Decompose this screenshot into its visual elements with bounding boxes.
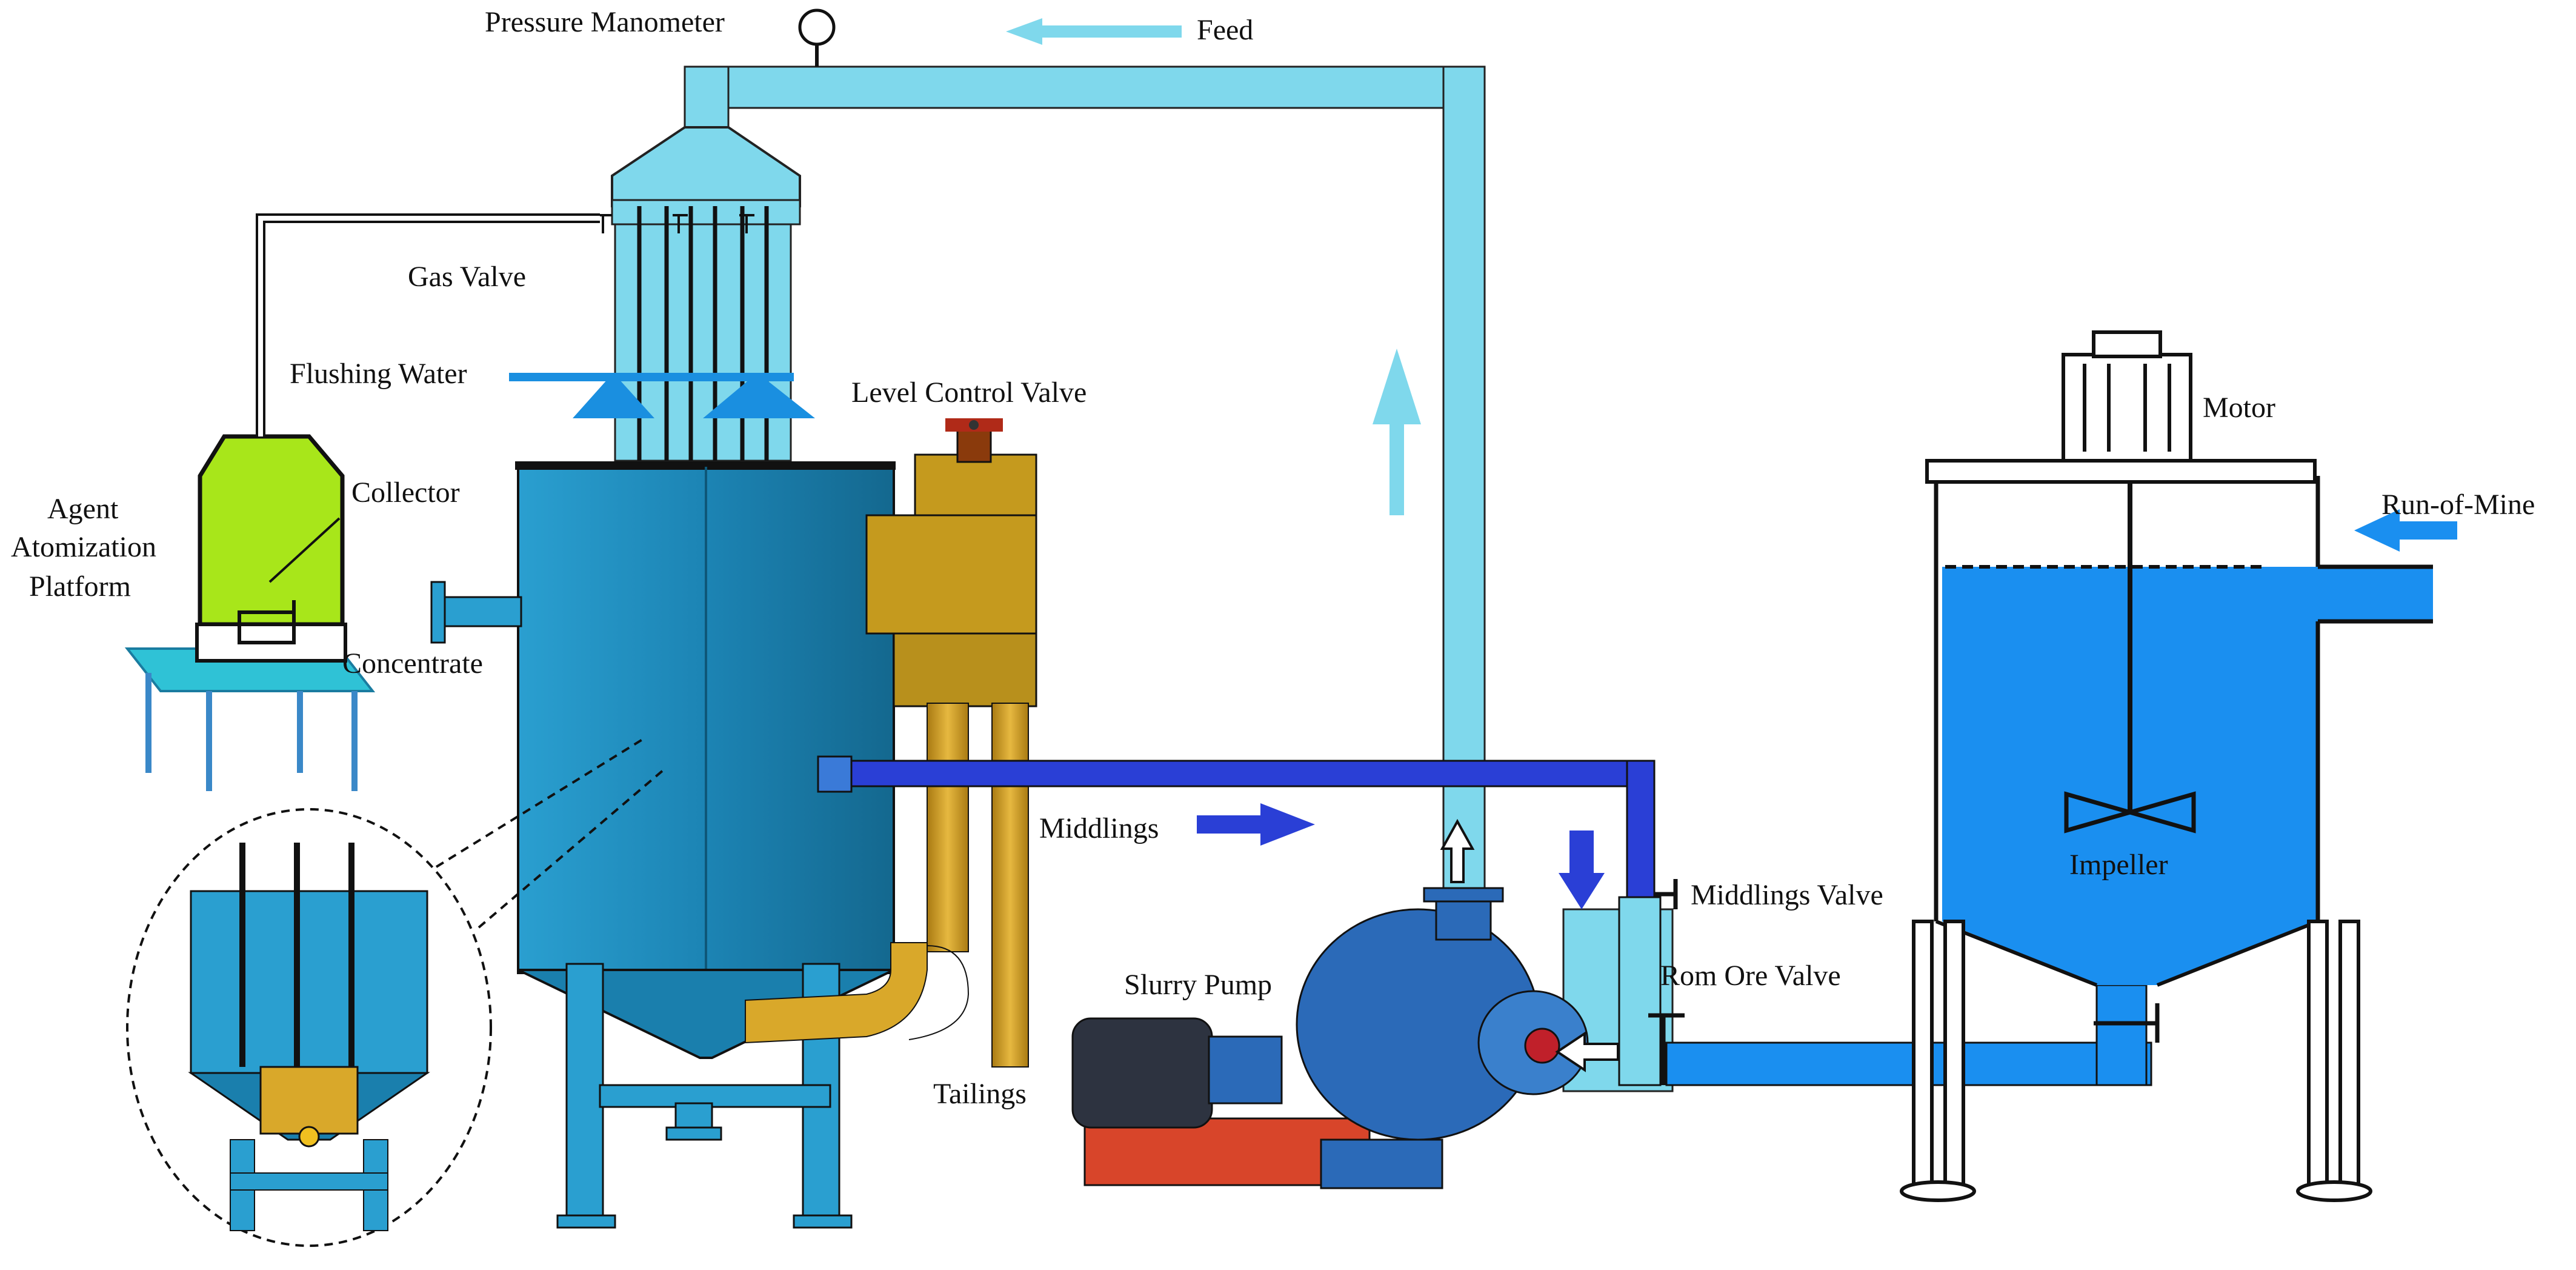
label-concentrate: Concentrate xyxy=(342,647,483,680)
rom-ore-pipe xyxy=(1665,984,2152,1086)
middlings-valve-icon xyxy=(1654,879,1678,909)
feed-arrow-icon xyxy=(1006,18,1182,45)
label-slurry-pump: Slurry Pump xyxy=(1124,969,1272,1001)
middlings-arrow-icon xyxy=(1197,803,1315,846)
label-tailings: Tailings xyxy=(933,1078,1027,1110)
agent-atomization-platform xyxy=(124,647,376,791)
label-collector: Collector xyxy=(351,476,460,509)
label-gas-valve: Gas Valve xyxy=(408,261,526,293)
level-control-box xyxy=(865,453,1037,707)
detail-inset-column xyxy=(188,843,430,1231)
column-legs xyxy=(556,963,853,1229)
run-of-mine-arrow-icon xyxy=(2354,509,2457,552)
label-impeller: Impeller xyxy=(2069,849,2168,881)
label-flushing-water: Flushing Water xyxy=(290,358,467,390)
label-middlings: Middlings xyxy=(1039,812,1159,844)
flushing-water-spreaders xyxy=(509,373,815,418)
detail-inset-circle xyxy=(126,808,492,1247)
collector-pointer-line xyxy=(268,517,341,583)
impeller-icon xyxy=(2064,791,2196,834)
label-agent-line3: Platform xyxy=(29,570,131,603)
column-hood xyxy=(611,126,801,226)
conditioning-tank xyxy=(1925,459,2433,987)
pump-outlet-arrow-icon xyxy=(1440,818,1475,883)
middlings-down-arrow-icon xyxy=(1559,831,1605,909)
label-feed: Feed xyxy=(1197,14,1253,46)
pump-inlet-arrow-icon xyxy=(1555,1031,1619,1072)
label-run-of-mine: Run-of-Mine xyxy=(2381,489,2535,521)
rom-ore-valve-icon xyxy=(1648,1013,1685,1085)
slurry-pump xyxy=(1071,887,1589,1189)
gas-valve-icons xyxy=(594,214,754,233)
motor-icon xyxy=(2062,330,2192,463)
flotation-column xyxy=(430,461,896,1059)
tank-outlet-valve-icon xyxy=(2094,1003,2160,1043)
label-pressure-manometer: Pressure Manometer xyxy=(485,6,725,38)
gas-line xyxy=(256,213,600,436)
middlings-pipe xyxy=(817,755,1662,1086)
pressure-manometer-gauge xyxy=(798,8,836,67)
feed-up-arrow-icon xyxy=(1373,349,1421,515)
label-agent-line1: Agent xyxy=(47,493,119,525)
tank-legs xyxy=(1900,920,2372,1202)
label-middlings-valve: Middlings Valve xyxy=(1691,879,1883,911)
tailings-pipes xyxy=(745,703,1029,1068)
label-rom-ore-valve: Rom Ore Valve xyxy=(1660,960,1841,992)
collector-vessel xyxy=(195,434,347,663)
label-motor: Motor xyxy=(2203,392,2275,424)
level-control-valve-icon xyxy=(945,418,1003,463)
label-agent-line2: Atomization xyxy=(11,531,156,563)
label-level-control-valve: Level Control Valve xyxy=(851,376,1087,409)
column-tubes xyxy=(614,206,792,462)
